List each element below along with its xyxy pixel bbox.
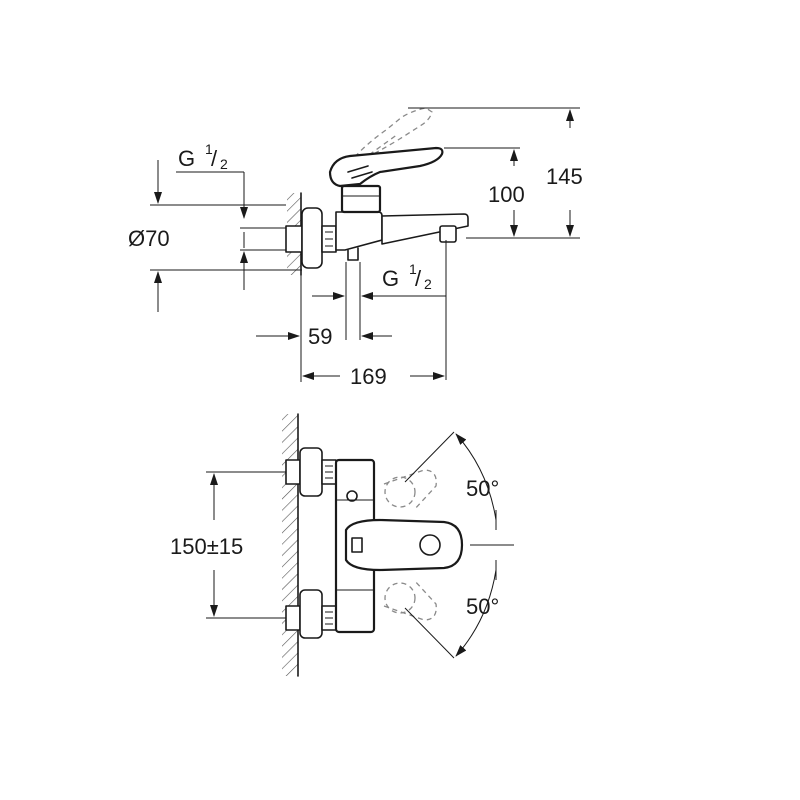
g-thread-left-denominator: 2 <box>220 156 228 172</box>
dim-diameter: Ø70 <box>128 160 240 312</box>
g-thread-right-base: G <box>382 266 399 291</box>
top-view: 50° 50° 150±15 <box>170 413 514 677</box>
side-view: G 1 / 2 Ø70 145 100 <box>128 107 583 389</box>
wall-section-top <box>282 413 299 677</box>
dim-height-100: 100 <box>444 147 525 237</box>
dim-height-145: 145 <box>408 107 583 239</box>
handle-raised-ghost <box>336 107 433 180</box>
wall-connector-top-upper <box>285 447 337 497</box>
angle-up-label: 50° <box>466 476 499 501</box>
height-145-label: 145 <box>546 164 583 189</box>
g-thread-left-base: G <box>178 146 195 171</box>
dim-spacing: 150±15 <box>170 471 286 619</box>
dim-g-half-right: G 1 / 2 <box>312 240 447 380</box>
handle-ghost-positions <box>383 469 437 621</box>
spacing-label: 150±15 <box>170 534 243 559</box>
angle-down-label: 50° <box>466 594 499 619</box>
dim-g-half-left: G 1 / 2 <box>176 141 302 290</box>
dim-depth-169: 169 <box>302 364 445 389</box>
depth-169-label: 169 <box>350 364 387 389</box>
g-thread-left-numerator: 1 <box>205 141 213 157</box>
angle-dimensions: 50° 50° <box>404 431 499 659</box>
g-thread-right-denominator: 2 <box>424 276 432 292</box>
height-100-label: 100 <box>488 182 525 207</box>
mixer-body-side <box>335 184 469 261</box>
lever-handle-side <box>328 146 444 188</box>
wall-connector-top-lower <box>285 589 337 639</box>
diameter-label: Ø70 <box>128 226 170 251</box>
g-thread-right-numerator: 1 <box>409 261 417 277</box>
offset-59-label: 59 <box>308 324 332 349</box>
g-thread-left-slash: / <box>211 146 218 171</box>
g-thread-right-slash: / <box>415 266 422 291</box>
dim-offset-59: 59 <box>256 275 392 382</box>
lever-handle-top <box>344 518 464 572</box>
